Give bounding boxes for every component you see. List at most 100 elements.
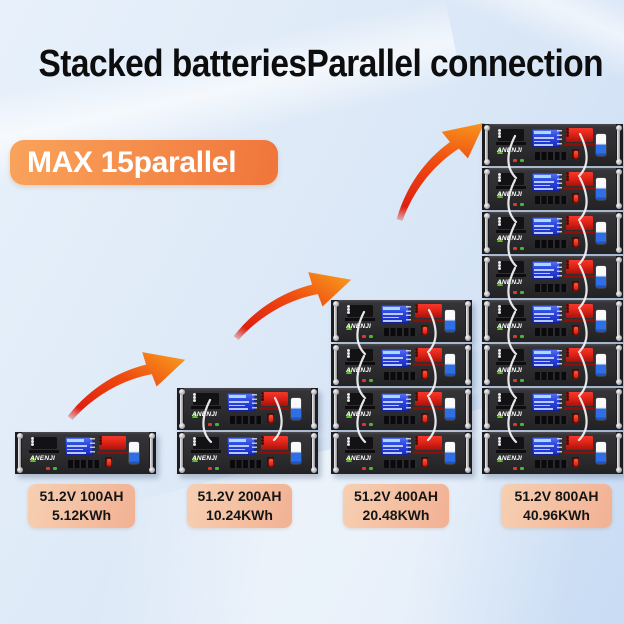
spec-label: 51.2V 200AH 10.24KWh [187,484,292,528]
lcd-screen [381,393,409,411]
handle-right [615,433,622,473]
dip-indicators [557,218,562,235]
breaker-switch [445,354,455,376]
power-switch [572,369,579,379]
spec-capacity: 40.96KWh [523,507,590,523]
status-leds [513,335,527,338]
handle-left [332,345,339,385]
comm-ports [535,284,568,292]
handle-left [332,389,339,429]
dip-indicators [252,394,257,411]
power-switch [572,457,579,467]
spec-voltage-ah: 51.2V 100AH [39,488,124,504]
breaker-switch [596,222,606,244]
handle-right [464,433,471,473]
battery-terminal-red [413,436,444,454]
power-switch [267,457,274,467]
power-switch [572,237,579,247]
handle-left [483,389,490,429]
status-leds [513,247,527,250]
power-switch [421,325,428,335]
battery-terminal-red [564,392,595,410]
comm-ports [535,328,568,336]
handle-left [483,345,490,385]
comm-ports [230,460,263,468]
battery-terminal-black [191,393,221,409]
battery-terminal-black [496,349,526,365]
power-switch [572,149,579,159]
comm-ports [535,460,568,468]
battery-terminal-black [345,437,375,453]
power-switch [105,457,112,467]
battery-unit: ANENJI [482,300,623,342]
dip-indicators [557,130,562,147]
page-title-text: Stacked batteriesParallel connection [38,43,604,86]
comm-ports [384,416,417,424]
battery-terminal-black [496,437,526,453]
battery-terminal-red [564,128,595,146]
comm-ports [535,372,568,380]
handle-right [615,301,622,341]
dip-indicators [557,306,562,323]
battery-unit: ANENJI [15,432,156,474]
power-switch [267,413,274,423]
handle-left [332,301,339,341]
battery-terminal-red [97,436,128,454]
logo-triangle-icon [497,235,503,242]
lcd-screen [381,349,409,367]
battery-stack-2: ANENJI ANENJI [177,388,318,474]
breaker-switch [445,310,455,332]
battery-terminal-black [496,393,526,409]
logo-triangle-icon [30,455,36,462]
comm-ports [535,196,568,204]
battery-terminal-black [496,305,526,321]
handle-left [483,301,490,341]
battery-terminal-red [564,216,595,234]
max-parallel-badge: MAX 15parallel [10,140,278,185]
breaker-switch [596,266,606,288]
battery-terminal-black [496,217,526,233]
dip-indicators [406,394,411,411]
lcd-screen [532,173,560,191]
lcd-screen [381,305,409,323]
status-leds [513,423,527,426]
logo-triangle-icon [497,279,503,286]
lcd-screen [532,129,560,147]
spec-label: 51.2V 800AH 40.96KWh [501,484,612,528]
handle-right [615,257,622,297]
power-switch [421,413,428,423]
logo-triangle-icon [346,455,352,462]
battery-terminal-red [413,348,444,366]
battery-unit: ANENJI [331,300,472,342]
handle-right [615,213,622,253]
handle-left [483,257,490,297]
comm-ports [68,460,101,468]
status-leds [208,467,222,470]
breaker-switch [129,442,139,464]
status-leds [362,467,376,470]
power-switch [572,281,579,291]
handle-left [483,213,490,253]
power-switch [421,369,428,379]
spec-capacity: 5.12KWh [51,507,112,523]
battery-terminal-black [345,393,375,409]
logo-triangle-icon [497,411,503,418]
handle-right [310,389,317,429]
spec-label: 51.2V 100AH 5.12KWh [28,484,135,528]
lcd-screen [532,261,560,279]
comm-ports [230,416,263,424]
battery-unit: ANENJI [482,256,623,298]
battery-unit: ANENJI [331,388,472,430]
logo-triangle-icon [192,411,198,418]
status-leds [513,379,527,382]
lcd-screen [65,437,93,455]
logo-triangle-icon [497,455,503,462]
spec-voltage-ah: 51.2V 400AH [353,488,439,504]
battery-terminal-black [191,437,221,453]
breaker-switch [596,178,606,200]
lcd-screen [227,437,255,455]
status-leds [513,203,527,206]
power-switch [572,193,579,203]
battery-stack-3: ANENJI ANENJI ANENJI [331,300,472,474]
battery-stack-1: ANENJI [15,432,156,474]
